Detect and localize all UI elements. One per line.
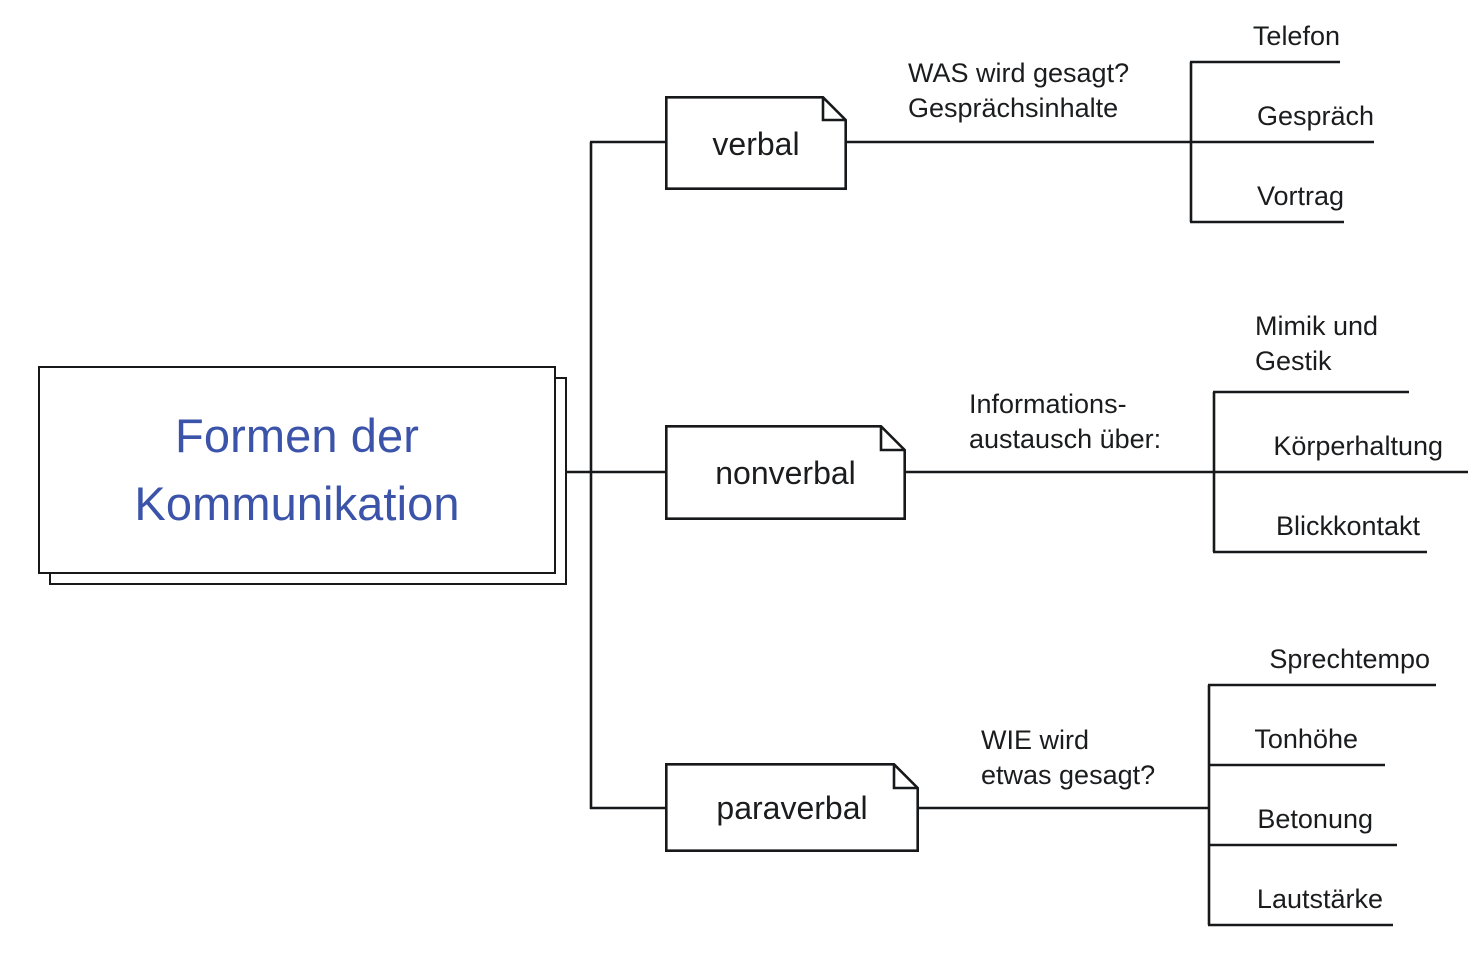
leaf-nonverbal-koerperhaltung-label: Körperhaltung	[1273, 431, 1443, 461]
edge-label-paraverbal-line2: etwas gesagt?	[981, 759, 1156, 790]
leaf-verbal-telefon-label: Telefon	[1252, 21, 1340, 51]
leaf-verbal-vortrag-label: Vortrag	[1256, 181, 1344, 211]
leaf-paraverbal-betonung-label: Betonung	[1257, 804, 1373, 834]
leaf-verbal-telefon[interactable]: Telefon	[1253, 19, 1340, 54]
branch-node-paraverbal-label: paraverbal	[716, 790, 868, 826]
edge-label-nonverbal-line2: austausch über:	[969, 423, 1162, 454]
edge-label-verbal-line2: Gesprächsinhalte	[908, 92, 1119, 123]
leaf-paraverbal-tonhoehe-label: Tonhöhe	[1254, 724, 1358, 754]
leaf-paraverbal-lautstaerke-label: Lautstärke	[1256, 884, 1383, 914]
edge-label-verbal: WAS wird gesagt? Gesprächsinhalte	[908, 56, 1129, 125]
edge-label-verbal-line1: WAS wird gesagt?	[908, 58, 1130, 88]
branch-node-verbal[interactable]: verbal	[665, 96, 847, 190]
leaf-paraverbal-sprechtempo[interactable]: Sprechtempo	[1269, 642, 1430, 677]
edge-label-paraverbal-line1: WIE wird	[981, 725, 1089, 755]
branch-node-verbal-label: verbal	[712, 126, 800, 162]
edge-label-nonverbal-line1: Informations-	[969, 389, 1127, 419]
edge-label-nonverbal: Informations-austausch über:	[969, 387, 1161, 456]
edge-label-paraverbal: WIE wird etwas gesagt?	[981, 723, 1155, 792]
leaf-paraverbal-betonung[interactable]: Betonung	[1257, 802, 1373, 837]
branch-node-nonverbal[interactable]: nonverbal	[665, 425, 906, 520]
leaf-nonverbal-blickkontakt-label: Blickkontakt	[1275, 511, 1420, 541]
root-node-label-line2: Kommunikation	[134, 477, 460, 530]
leaf-nonverbal-mimik-gestik-line2: Gestik	[1255, 345, 1332, 376]
branch-node-paraverbal[interactable]: paraverbal	[665, 763, 919, 852]
branch-node-nonverbal-label: nonverbal	[715, 455, 856, 491]
leaf-nonverbal-blickkontakt[interactable]: Blickkontakt	[1276, 509, 1420, 544]
document-shape-icon	[665, 763, 919, 852]
document-shape-icon	[665, 96, 847, 190]
document-shape-icon	[665, 425, 906, 520]
leaf-nonverbal-mimik-gestik-line1: Mimik und	[1255, 311, 1379, 341]
leaf-nonverbal-koerperhaltung[interactable]: Körperhaltung	[1273, 429, 1443, 464]
root-node-label-line1: Formen der	[175, 408, 419, 462]
leaf-paraverbal-sprechtempo-label: Sprechtempo	[1269, 644, 1430, 674]
leaf-paraverbal-tonhoehe[interactable]: Tonhöhe	[1254, 722, 1358, 757]
leaf-paraverbal-lautstaerke[interactable]: Lautstärke	[1257, 882, 1383, 917]
leaf-verbal-gespraech-label: Gespräch	[1256, 101, 1374, 131]
leaf-verbal-vortrag[interactable]: Vortrag	[1257, 179, 1344, 214]
leaf-verbal-gespraech[interactable]: Gespräch	[1257, 99, 1374, 134]
